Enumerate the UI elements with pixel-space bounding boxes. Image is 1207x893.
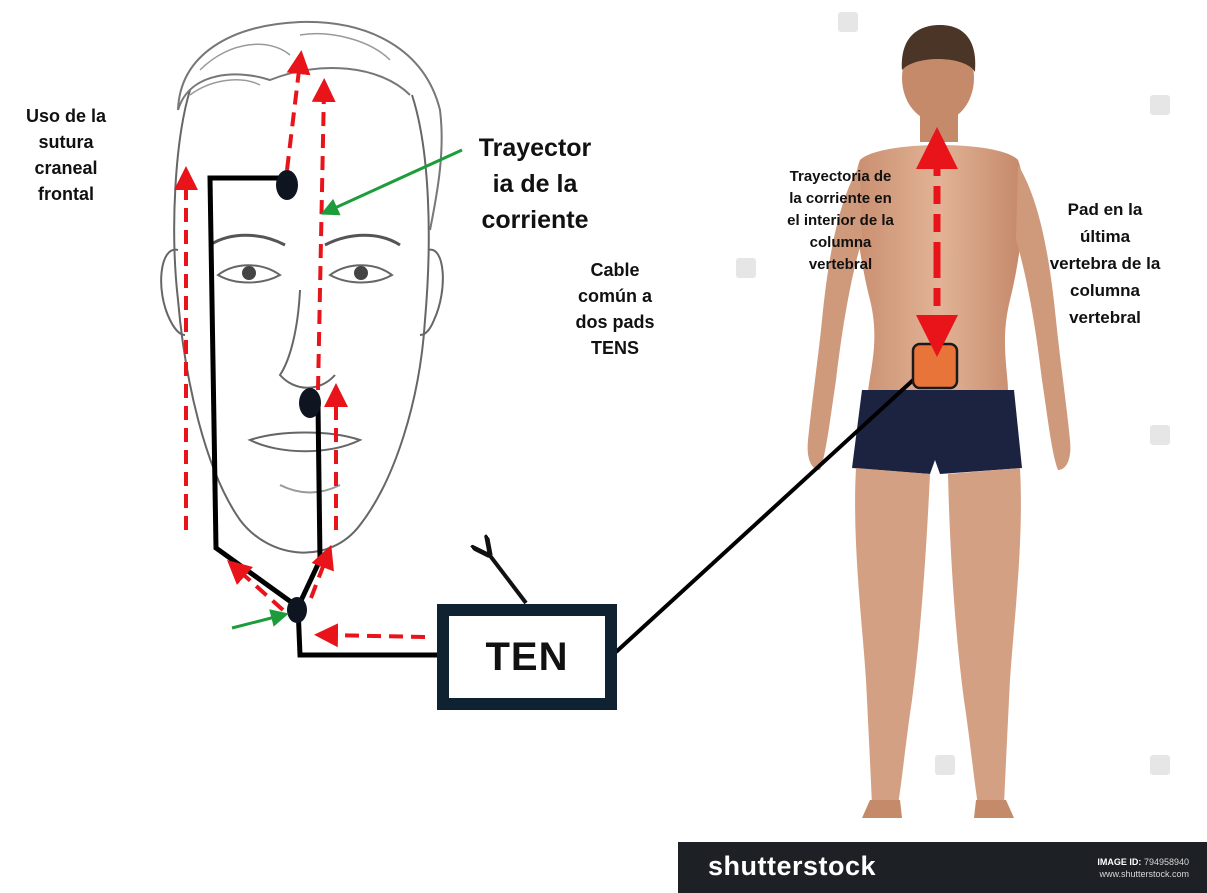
watermark-bar: shutterstock IMAGE ID: 794958940 www.shu…: [678, 842, 1207, 893]
right-foot: [974, 800, 1014, 818]
right-eyebrow: [325, 235, 400, 245]
chin-cable: [298, 405, 320, 607]
watermark-brand: shutterstock: [708, 851, 876, 882]
label-sutura-craneal: Uso de la sutura craneal frontal: [6, 103, 126, 207]
left-ear: [161, 250, 185, 335]
current-arrow-center-up: [318, 90, 324, 390]
pointer-arrow-cable: [488, 553, 526, 603]
watermark-id-label: IMAGE ID:: [1097, 857, 1141, 867]
ten-device-label: TEN: [486, 635, 569, 680]
chin-electrode: [299, 388, 321, 418]
back-pad: [913, 344, 957, 388]
forehead-electrode: [276, 170, 298, 200]
right-ear: [420, 250, 443, 335]
label-cable-comun: Cable común a dos pads TENS: [555, 257, 675, 361]
mouth: [250, 433, 360, 452]
shorts: [852, 390, 1022, 474]
left-eyebrow: [210, 235, 285, 245]
pointer-arrow-trayectoria: [326, 150, 462, 212]
right-leg: [948, 468, 1021, 805]
current-arrow-forehead-up: [287, 62, 300, 170]
label-pad-vertebra: Pad en la última vertebra de la columna …: [1030, 196, 1180, 331]
watermark-image-id: IMAGE ID: 794958940 www.shutterstock.com: [1097, 856, 1189, 880]
junction-electrode: [287, 597, 307, 623]
label-trayectoria-corriente: Trayector ia de la corriente: [455, 130, 615, 238]
neck: [920, 112, 958, 142]
left-foot: [862, 800, 902, 818]
forehead-cable: [210, 178, 298, 607]
face-illustration: [161, 22, 443, 553]
label-trayectoria-columna: Trayectoria de la corriente en el interi…: [748, 166, 933, 276]
pointer-arrow-junction: [232, 615, 283, 628]
body-illustration: [808, 25, 1071, 818]
nose: [280, 290, 335, 388]
ten-device: TEN: [437, 604, 617, 710]
hair-outline: [178, 22, 442, 230]
ten-cable: [298, 607, 437, 655]
chin-crease: [280, 485, 340, 493]
left-leg: [855, 468, 930, 805]
watermark-id-value: 794958940: [1144, 857, 1189, 867]
watermark-url: www.shutterstock.com: [1099, 869, 1189, 879]
current-arrow-from-ten: [326, 635, 425, 637]
